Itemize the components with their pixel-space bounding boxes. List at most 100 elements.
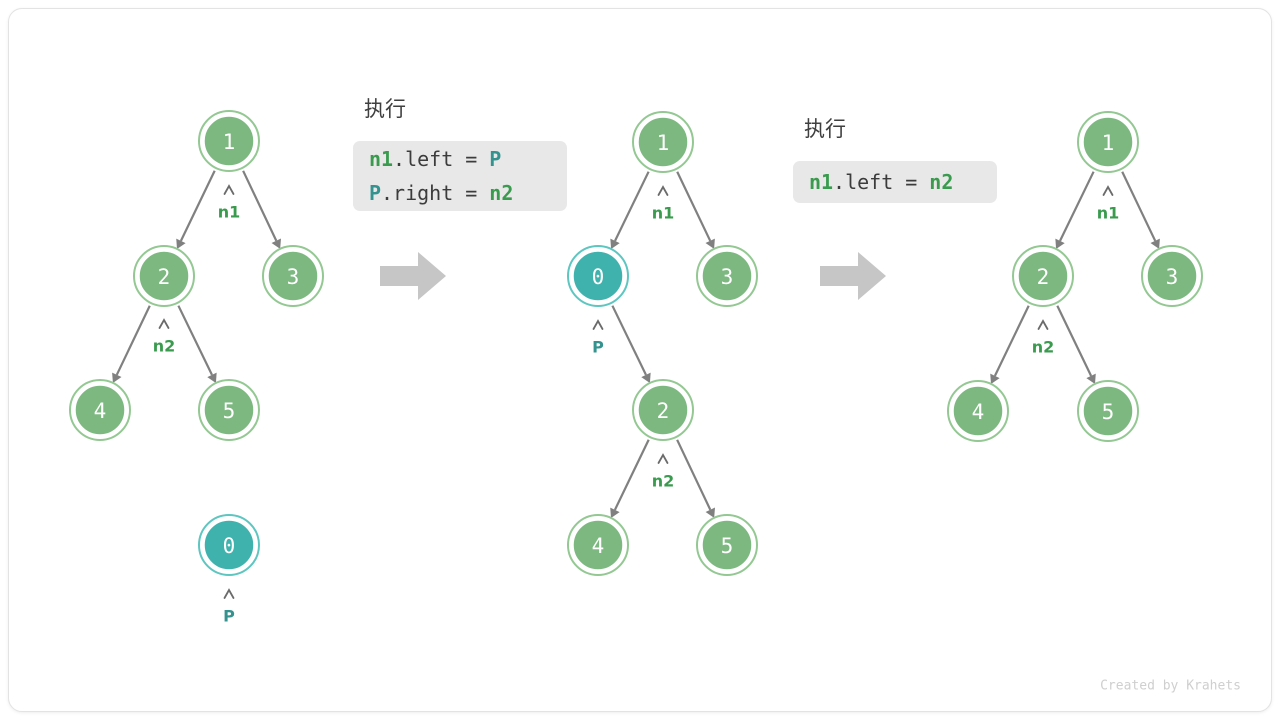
node-body	[1081, 384, 1135, 438]
pointer-caret-icon	[1102, 185, 1114, 196]
edge-arrowhead	[1086, 373, 1096, 384]
node-value: 4	[592, 534, 605, 558]
node-outer-ring	[1077, 111, 1139, 173]
tree-edge	[613, 439, 650, 511]
node-body	[266, 249, 320, 303]
tree-node-2: 2	[632, 379, 694, 441]
code-line: P.right = n2	[369, 181, 513, 205]
node-outer-ring	[696, 514, 758, 576]
node-outer-ring	[632, 111, 694, 173]
tree-edge	[614, 171, 650, 242]
edge-arrowhead	[610, 507, 620, 518]
tree-node-4: 4	[567, 514, 629, 576]
node-outer-ring	[947, 380, 1009, 442]
tree-node-5: 5	[198, 379, 260, 441]
tree-edge	[676, 171, 712, 242]
tree-node-4: 4	[947, 380, 1009, 442]
pointer-label-P: P	[223, 588, 235, 626]
tree-edge	[115, 305, 151, 376]
node-body	[137, 249, 191, 303]
node-outer-ring	[632, 379, 694, 441]
node-value: 1	[657, 131, 670, 155]
tree-node-5: 5	[1077, 380, 1139, 442]
pointer-label-n2: n2	[153, 318, 176, 356]
node-outer-ring	[696, 245, 758, 307]
tree-edge	[1056, 305, 1093, 377]
tree-node-5: 5	[696, 514, 758, 576]
node-value: 1	[223, 130, 236, 154]
tree-edge	[1121, 171, 1157, 242]
node-body	[202, 518, 256, 572]
code-block-background	[353, 141, 567, 211]
edge-arrowhead	[1055, 238, 1065, 250]
node-body	[700, 249, 754, 303]
edge-arrowhead	[990, 373, 1000, 384]
node-outer-ring	[198, 379, 260, 441]
edge-arrowhead	[112, 372, 122, 383]
pointer-label-P: P	[592, 319, 604, 357]
pointer-label-n2: n2	[652, 453, 675, 491]
pointer-label-n1: n1	[652, 185, 674, 223]
node-body	[1145, 249, 1199, 303]
edge-arrowhead	[641, 372, 651, 384]
edge-arrowhead	[271, 238, 281, 249]
code-block-background	[793, 161, 997, 203]
step-heading: 执行	[364, 97, 406, 121]
node-outer-ring	[1077, 380, 1139, 442]
node-value: 2	[657, 399, 670, 423]
edge-arrowhead	[176, 238, 186, 249]
pointer-name: n1	[218, 203, 241, 222]
tree-node-2: 2	[133, 245, 195, 307]
node-body	[202, 114, 256, 168]
node-value: 0	[223, 534, 236, 558]
node-value: 1	[1102, 131, 1115, 155]
tree-panel-before-rotation: 1 2 3 4 5 0 n1 n2P	[69, 110, 324, 626]
tree-edge	[676, 439, 712, 511]
pointer-caret-icon	[223, 588, 235, 599]
edge-arrowhead	[610, 238, 620, 250]
step-heading: 执行	[804, 117, 846, 141]
node-outer-ring	[133, 245, 195, 307]
code-line: n1.left = n2	[809, 170, 953, 194]
tree-edge	[1059, 171, 1095, 242]
tree-node-0: 0	[198, 514, 260, 576]
arrow-2-icon	[820, 252, 886, 300]
pointer-caret-icon	[657, 185, 669, 196]
node-value: 3	[721, 265, 734, 289]
node-value: 5	[223, 399, 236, 423]
node-value: 5	[721, 534, 734, 558]
pointer-name: P	[223, 607, 235, 626]
code-line: n1.left = P	[369, 147, 501, 171]
edge-arrowhead	[1150, 238, 1160, 249]
code-block-2: 执行 n1.left = n2	[793, 117, 997, 203]
pointer-label-n1: n1	[218, 184, 241, 222]
tree-edge	[177, 305, 213, 376]
tree-node-4: 4	[69, 379, 131, 441]
node-value: 3	[287, 265, 300, 289]
node-outer-ring	[567, 514, 629, 576]
pointer-label-n1: n1	[1097, 185, 1120, 223]
node-outer-ring	[567, 245, 629, 307]
pointer-name: n1	[1097, 204, 1120, 223]
node-outer-ring	[198, 514, 260, 576]
node-body	[571, 249, 625, 303]
tree-node-3: 3	[1141, 245, 1203, 307]
node-body	[202, 383, 256, 437]
tree-node-3: 3	[262, 245, 324, 307]
tree-node-1: 1	[632, 111, 694, 173]
pointer-name: n2	[153, 337, 176, 356]
node-body	[636, 383, 690, 437]
tree-node-1: 1	[198, 110, 260, 172]
node-value: 3	[1166, 265, 1179, 289]
tree-node-2: 2	[1012, 245, 1074, 307]
pointer-name: n2	[652, 472, 675, 491]
tree-edge	[611, 305, 647, 376]
tree-edge	[993, 305, 1030, 377]
pointer-caret-icon	[158, 318, 170, 329]
node-body	[73, 383, 127, 437]
pointer-caret-icon	[657, 453, 669, 464]
